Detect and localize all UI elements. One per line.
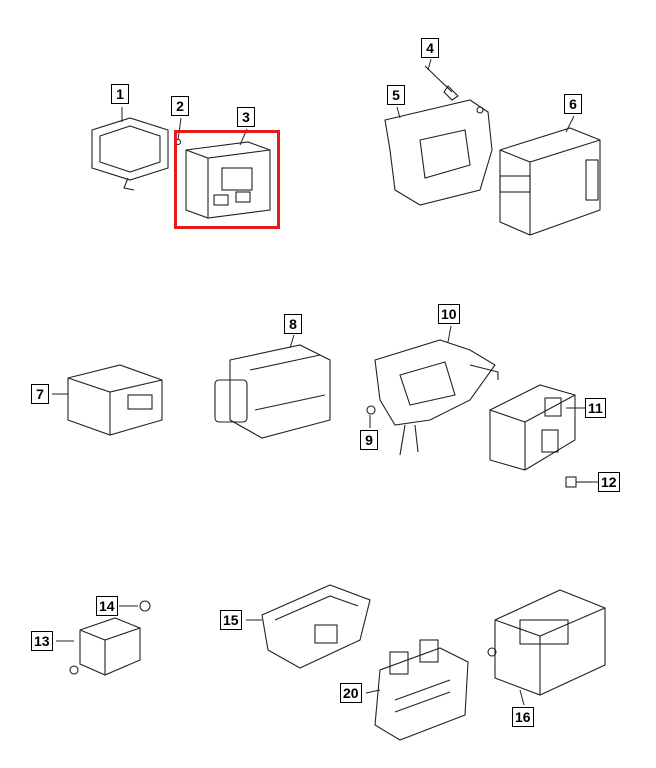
callout-8[interactable]: 8 <box>284 314 302 334</box>
part-14-clip <box>139 600 151 612</box>
part-6-module <box>499 127 601 236</box>
callout-7[interactable]: 7 <box>31 384 49 404</box>
part-4-pin <box>424 65 459 101</box>
part-5-bracket <box>384 99 493 206</box>
part-15-housing <box>261 584 371 669</box>
part-7-module <box>67 364 163 436</box>
callout-16[interactable]: 16 <box>512 707 534 727</box>
part-1-bracket <box>91 117 169 191</box>
part-12-screw <box>565 476 592 488</box>
callout-14[interactable]: 14 <box>96 596 118 616</box>
callout-3[interactable]: 3 <box>237 107 255 127</box>
callout-5[interactable]: 5 <box>387 85 405 105</box>
part-11-module <box>489 384 576 471</box>
callout-15[interactable]: 15 <box>220 610 242 630</box>
leader-lines <box>52 58 598 706</box>
part-16-module <box>487 589 606 696</box>
callout-12[interactable]: 12 <box>598 472 620 492</box>
part-3-module <box>185 141 271 219</box>
callout-9[interactable]: 9 <box>360 430 378 450</box>
callout-13[interactable]: 13 <box>31 631 53 651</box>
callout-4[interactable]: 4 <box>421 38 439 58</box>
part-10-bracket <box>374 339 499 456</box>
part-20-module <box>374 639 469 741</box>
part-8-switch <box>214 344 331 439</box>
callout-10[interactable]: 10 <box>438 304 460 324</box>
highlight-box-part-3 <box>174 130 280 229</box>
callout-11[interactable]: 11 <box>585 398 606 418</box>
part-9-nut <box>366 405 376 415</box>
callout-20[interactable]: 20 <box>340 683 362 703</box>
part-13-module <box>69 617 141 676</box>
callout-6[interactable]: 6 <box>564 94 582 114</box>
callout-2[interactable]: 2 <box>171 96 189 116</box>
callout-1[interactable]: 1 <box>111 84 129 104</box>
